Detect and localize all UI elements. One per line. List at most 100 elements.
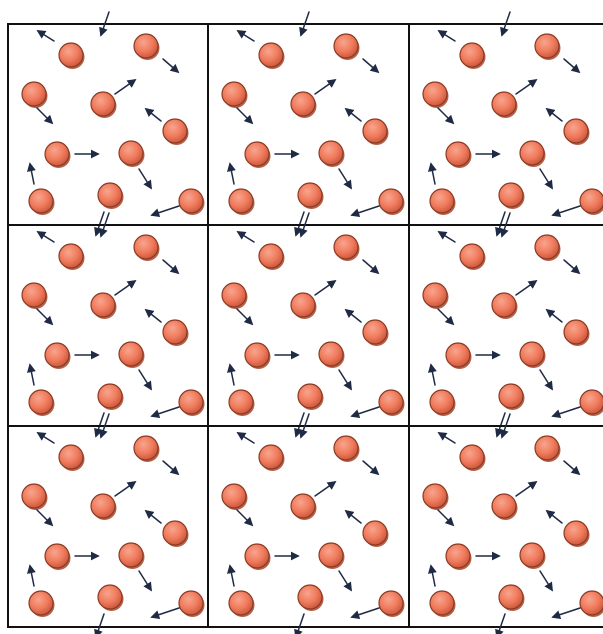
particle: [221, 81, 248, 108]
velocity-arrow: [294, 211, 305, 237]
velocity-arrow: [495, 211, 506, 237]
particle: [162, 520, 189, 547]
velocity-arrow: [150, 205, 180, 217]
velocity-arrow: [162, 58, 180, 74]
velocity-arrow: [551, 406, 581, 418]
particle: [429, 590, 456, 617]
velocity-arrow: [539, 168, 553, 190]
velocity-arrow: [350, 406, 380, 418]
particle-body: [445, 543, 471, 569]
particle-body: [297, 383, 323, 409]
velocity-arrow: [495, 412, 506, 438]
particle: [378, 188, 405, 215]
velocity-arrow: [539, 369, 553, 391]
velocity-arrow: [299, 212, 310, 238]
particle-body: [58, 444, 84, 470]
particle: [90, 91, 117, 118]
particle: [519, 140, 546, 167]
velocity-arrow: [350, 607, 380, 619]
particle-body: [333, 33, 359, 59]
cell-r1-c2: [207, 11, 410, 237]
velocity-arrow: [500, 413, 511, 439]
particle-body: [422, 81, 448, 107]
particle: [459, 243, 486, 270]
particle-body: [258, 42, 284, 68]
particle: [118, 140, 145, 167]
particle-body: [445, 342, 471, 368]
particle: [133, 435, 160, 462]
particle: [362, 520, 389, 547]
cell-r3-c3: [408, 413, 603, 634]
particle-body: [318, 341, 344, 367]
particle-body: [258, 243, 284, 269]
velocity-arrow: [545, 308, 563, 323]
particle: [534, 234, 561, 261]
particle: [362, 319, 389, 346]
particle: [519, 542, 546, 569]
velocity-arrow: [26, 564, 36, 587]
velocity-arrow: [226, 564, 236, 587]
particle: [118, 542, 145, 569]
particle-body: [498, 383, 524, 409]
particle-body: [459, 42, 485, 68]
particle-body: [90, 292, 116, 318]
particle-body: [429, 188, 455, 214]
particle-body: [118, 542, 144, 568]
velocity-arrow: [299, 11, 310, 37]
velocity-arrow: [299, 413, 310, 439]
cell-r2-c3: [408, 212, 603, 438]
particle: [258, 42, 285, 69]
particle-body: [362, 319, 388, 345]
particle-body: [563, 520, 589, 546]
cell-r2-c2: [207, 212, 410, 438]
particle-body: [58, 42, 84, 68]
velocity-arrow: [226, 162, 236, 185]
particle-body: [258, 444, 284, 470]
particle-body: [228, 590, 254, 616]
particle: [519, 341, 546, 368]
particle: [579, 389, 603, 416]
velocity-arrow: [437, 432, 456, 444]
particle: [498, 182, 525, 209]
particle-body: [491, 493, 517, 519]
particle: [258, 444, 285, 471]
velocity-arrow: [314, 480, 337, 497]
velocity-arrow: [26, 162, 36, 185]
particle-body: [491, 292, 517, 318]
particle: [58, 42, 85, 69]
particle-body: [90, 91, 116, 117]
particle: [221, 282, 248, 309]
particle: [133, 234, 160, 261]
particle-body: [297, 584, 323, 610]
particle: [44, 141, 71, 168]
particle: [491, 493, 518, 520]
particle: [459, 444, 486, 471]
velocity-arrow: [344, 308, 362, 323]
velocity-arrow: [338, 369, 352, 391]
velocity-arrow: [236, 107, 254, 125]
particle: [297, 182, 324, 209]
cells-layer: [7, 11, 603, 634]
particle: [228, 389, 255, 416]
velocity-arrow: [563, 460, 581, 476]
velocity-arrow: [138, 369, 152, 391]
velocity-arrow: [515, 480, 538, 497]
particle: [290, 292, 317, 319]
particle-body: [133, 435, 159, 461]
particle-body: [563, 319, 589, 345]
particle: [290, 493, 317, 520]
particle-body: [228, 188, 254, 214]
particle-body: [97, 383, 123, 409]
particle-body: [333, 234, 359, 260]
particle: [97, 584, 124, 611]
particle-body: [228, 389, 254, 415]
velocity-arrow: [515, 78, 538, 95]
particle-body: [297, 182, 323, 208]
velocity-arrow: [36, 30, 55, 42]
particle: [228, 188, 255, 215]
particle: [297, 584, 324, 611]
velocity-arrow: [437, 509, 455, 527]
cell-r3-c1: [7, 413, 209, 634]
particle: [178, 590, 205, 617]
particle-body: [44, 141, 70, 167]
